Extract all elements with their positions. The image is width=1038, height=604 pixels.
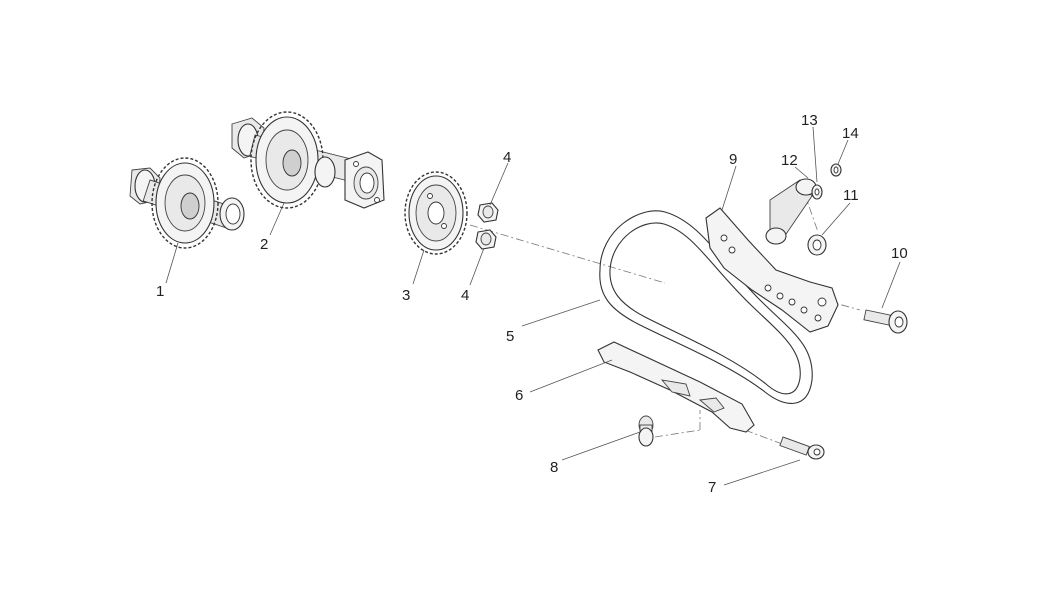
bolt-part-4-upper xyxy=(477,202,499,223)
callout-13: 13 xyxy=(801,112,818,129)
camshaft-gear-part-2 xyxy=(231,111,385,209)
callout-3: 3 xyxy=(402,287,410,304)
screw-part-7 xyxy=(779,436,825,460)
callout-1: 1 xyxy=(156,283,164,300)
chain-guide-part-6 xyxy=(597,341,755,433)
o-ring-part-13 xyxy=(811,184,823,200)
tensioner-guide-part-9 xyxy=(705,207,839,333)
timing-chain-part-5 xyxy=(599,210,813,405)
callout-4-upper: 4 xyxy=(503,149,511,166)
small-washer-part-14 xyxy=(830,163,842,177)
callout-9: 9 xyxy=(729,151,737,168)
tensioner-plunger-part-12 xyxy=(765,178,817,245)
callout-4-lower: 4 xyxy=(461,287,469,304)
callout-5: 5 xyxy=(506,328,514,345)
callout-11: 11 xyxy=(843,187,859,204)
callout-10: 10 xyxy=(891,245,908,262)
camshaft-gear-part-1 xyxy=(129,157,245,249)
bolt-part-4-lower xyxy=(475,229,497,250)
callout-14: 14 xyxy=(842,125,859,142)
callout-6: 6 xyxy=(515,387,523,404)
leader-lines xyxy=(165,126,901,486)
washer-part-11 xyxy=(807,234,827,256)
bushing-part-8 xyxy=(638,415,654,447)
callout-7: 7 xyxy=(708,479,716,496)
callout-labels: 1 2 3 4 4 5 6 7 8 9 10 11 12 13 14 xyxy=(156,112,908,496)
sprocket-part-3 xyxy=(404,171,468,255)
callout-8: 8 xyxy=(550,459,558,476)
callout-2: 2 xyxy=(260,236,268,253)
callout-12: 12 xyxy=(781,152,798,169)
pivot-bolt-part-10 xyxy=(863,309,908,334)
